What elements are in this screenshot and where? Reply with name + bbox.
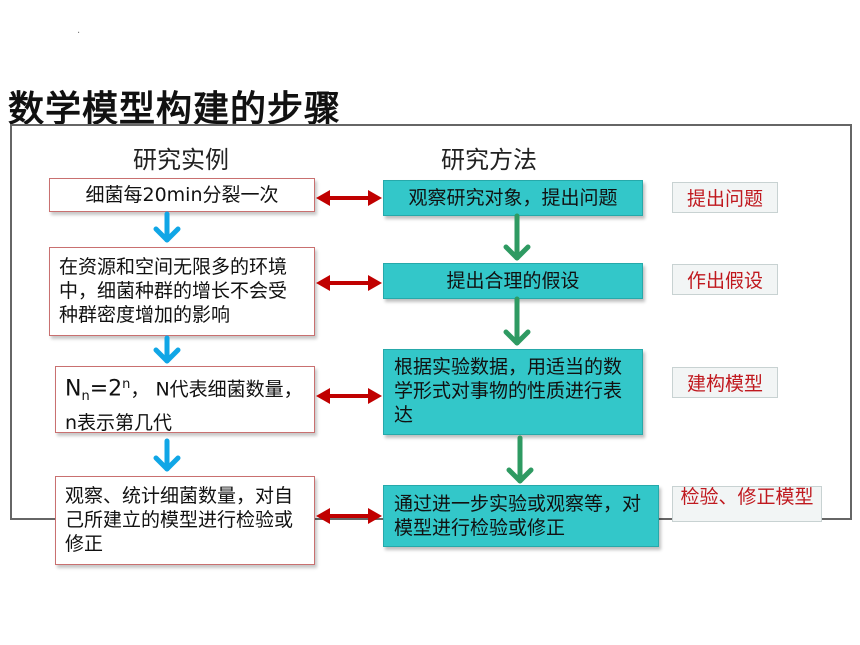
n-superscript: n: [122, 377, 131, 392]
method-box-4: 通过进一步实验或观察等，对模型进行检验或修正: [383, 485, 659, 547]
step-label-make-hypothesis: 作出假设: [672, 264, 778, 295]
blue-arrow-3: [153, 438, 181, 472]
formula-description: ， N代表细菌数量，n表示第几代: [65, 378, 303, 435]
n-symbol: N: [65, 376, 82, 402]
blue-arrow-1: [153, 211, 181, 243]
green-arrow-3: [506, 435, 534, 484]
double-arrow-4: [316, 508, 382, 524]
green-arrow-1: [503, 213, 531, 261]
decorative-dot: ·: [77, 28, 81, 39]
page-title: 数学模型构建的步骤: [8, 89, 342, 130]
method-box-3: 根据实验数据，用适当的数学形式对事物的性质进行表达: [383, 349, 643, 435]
n-subscript: n: [81, 389, 90, 405]
double-arrow-1: [316, 190, 382, 206]
method-box-1: 观察研究对象，提出问题: [383, 180, 643, 216]
example-box-1: 细菌每20min分裂一次: [49, 178, 315, 212]
method-box-2: 提出合理的假设: [383, 263, 643, 299]
step-label-ask-question: 提出问题: [672, 182, 778, 213]
example-box-4: 观察、统计细菌数量，对自己所建立的模型进行检验或修正: [55, 476, 315, 565]
blue-arrow-2: [153, 335, 181, 364]
double-arrow-2: [316, 275, 382, 291]
example-box-3: Nn=2n， N代表细菌数量，n表示第几代: [55, 366, 315, 435]
double-arrow-3: [316, 388, 382, 404]
step-label-build-model: 建构模型: [672, 367, 778, 398]
step-label-verify-model: 检验、修正模型: [672, 486, 822, 522]
header-research-method: 研究方法: [441, 146, 537, 174]
green-arrow-2: [503, 296, 531, 346]
equals-two: =2: [89, 376, 123, 402]
header-research-example: 研究实例: [133, 146, 229, 174]
example-box-2: 在资源和空间无限多的环境中，细菌种群的增长不会受种群密度增加的影响: [49, 247, 315, 336]
